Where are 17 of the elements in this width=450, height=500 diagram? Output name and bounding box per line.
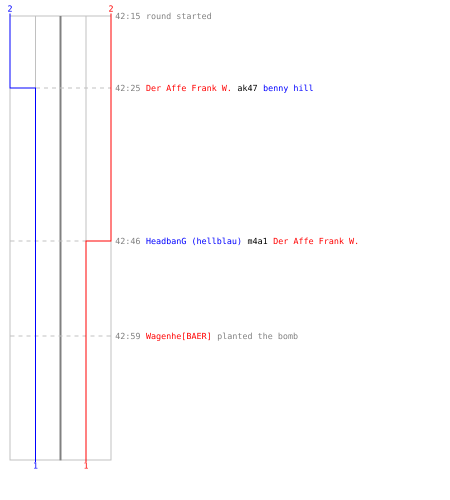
weapon-name: m4a1 [248, 238, 268, 244]
timestamp: 42:59 [116, 332, 140, 340]
count-label: 2 [109, 5, 113, 12]
timestamp: 42:25 [116, 84, 140, 92]
count-label: 2 [8, 5, 12, 12]
player-name: benny hill [264, 84, 313, 93]
event-text: round started [147, 12, 211, 20]
event-text: planted the bomb [218, 332, 298, 341]
count-label: 1 [34, 462, 38, 469]
player-name: HeadbanG (hellblau) [146, 238, 240, 246]
player-name: Der Affe Frank W. [146, 84, 230, 92]
player-name: Wagenhe[BAER] [146, 332, 210, 341]
timestamp: 42:46 [116, 238, 140, 244]
player-name: Der Affe Frank W. [274, 238, 358, 244]
count-label: 1 [84, 462, 88, 469]
timestamp: 42:15 [116, 12, 140, 20]
weapon-name: ak47 [238, 84, 257, 92]
